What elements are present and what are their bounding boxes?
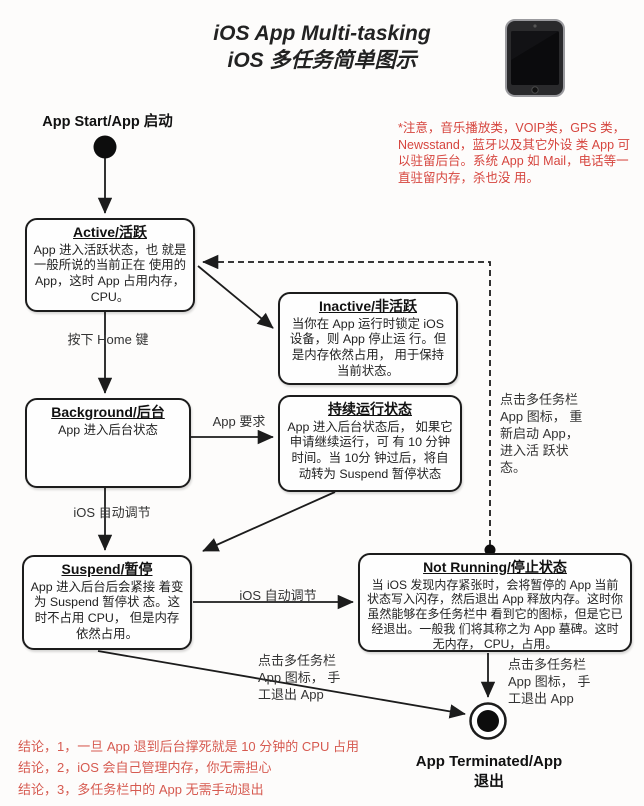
state-box-suspend: Suspend/暂停 App 进入后台后会紧接 着变为 Suspend 暂停状 … [22, 555, 192, 650]
conclusion-3: 结论，3，多任务栏中的 App 无需手动退出 [18, 781, 264, 797]
terminated-label-line1: App Terminated/App [415, 753, 563, 770]
edge-label-ios-auto-2: iOS 自动调节 [239, 588, 317, 603]
edge-label-app-request: App 要求 [212, 414, 266, 429]
state-suspend-body: App 进入后台后会紧接 着变为 Suspend 暂停状 态。这时不占用 CPU… [30, 579, 184, 642]
conclusion-2: 结论，2，iOS 会自己管理内存，你无需担心 [18, 760, 272, 776]
page-title-line2: iOS 多任务简单图示 [227, 49, 417, 73]
state-box-continuous-run: 持续运行状态 App 进入后台状态后， 如果它申请继续运行，可 有 10 分钟时… [278, 395, 462, 492]
state-active-body: App 进入活跃状态，也 就是一般所说的当前正在 使用的 App，这时 App … [33, 242, 187, 305]
conclusions-block: 结论，1，一旦 App 退到后台撑死就是 10 分钟的 CPU 占用 结论，2，… [18, 736, 398, 800]
state-continuous-title: 持续运行状态 [328, 401, 412, 417]
page-title: iOS App Multi-tasking iOS 多任务简单图示 [0, 20, 644, 75]
page-title-line1: iOS App Multi-tasking [213, 22, 431, 45]
state-box-background: Background/后台 App 进入后台状态 [25, 398, 191, 488]
terminated-label-line2: 退出 [473, 772, 504, 790]
state-background-title: Background/后台 [51, 404, 165, 420]
state-suspend-title: Suspend/暂停 [61, 561, 153, 577]
edge-label-manual-exit-right: 点击多任务栏 App 图标， 手工退出 App [508, 657, 591, 706]
note-red-text: *注意，音乐播放类，VOIP类，GPS 类，Newsstand，蓝牙以及其它外设… [398, 121, 630, 185]
start-state-dot [93, 135, 117, 159]
state-continuous-body: App 进入后台状态后， 如果它申请继续运行，可 有 10 分钟时间。当 10分… [287, 419, 453, 482]
state-box-inactive: Inactive/非活跃 当你在 App 运行时锁定 iOS 设备，则 App … [278, 292, 458, 385]
edge-label-home-key: 按下 Home 键 [67, 332, 149, 347]
start-state-label: App Start/App 启动 [42, 114, 173, 130]
edge-label-manual-exit-left: 点击多任务栏 App 图标， 手工退出 App [258, 653, 341, 702]
terminated-state-dot [469, 702, 507, 740]
state-inactive-title: Inactive/非活跃 [318, 298, 418, 314]
terminated-state-label: App Terminated/App 退出 [405, 752, 573, 791]
state-box-not-running: Not Running/停止状态 当 iOS 发现内存紧张时，会将暂停的 App… [358, 553, 632, 652]
state-not-running-body: 当 iOS 发现内存紧张时，会将暂停的 App 当前状态写入闪存，然后退出 Ap… [366, 577, 624, 652]
state-box-active: Active/活跃 App 进入活跃状态，也 就是一般所说的当前正在 使用的 A… [25, 218, 195, 312]
iphone-icon [505, 19, 565, 97]
state-active-title: Active/活跃 [73, 224, 147, 240]
edge-label-relaunch: 点击多任务栏 App 图标， 重新启动 App，进入活 跃状态。 [500, 392, 583, 475]
state-inactive-body: 当你在 App 运行时锁定 iOS 设备，则 App 停止运 行。但是内存依然占… [289, 316, 447, 379]
conclusion-1: 结论，1，一旦 App 退到后台撑死就是 10 分钟的 CPU 占用 [18, 739, 359, 754]
state-background-body: App 进入后台状态 [58, 422, 158, 437]
state-not-running-title: Not Running/停止状态 [423, 559, 567, 575]
edge-label-ios-auto-1: iOS 自动调节 [73, 505, 151, 520]
